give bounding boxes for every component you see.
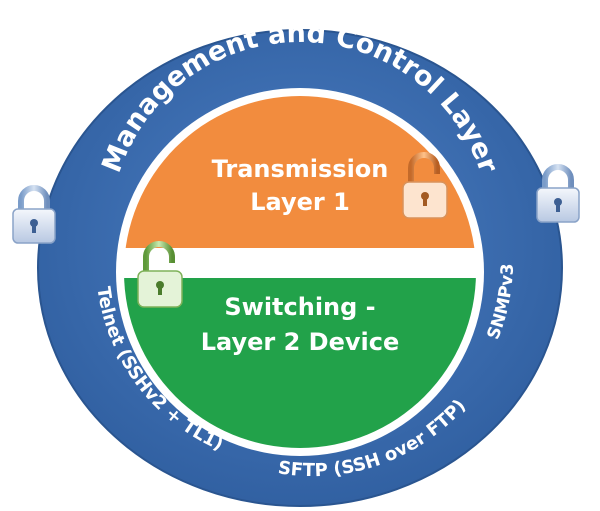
padlock-orange-icon <box>402 152 448 219</box>
divider-band <box>124 248 476 278</box>
padlock-blue-right-icon <box>536 164 580 223</box>
switching-line2: Layer 2 Device <box>201 328 400 356</box>
transmission-line1: Transmission <box>212 155 389 183</box>
switching-line1: Switching - <box>224 293 375 321</box>
transmission-line2: Layer 1 <box>250 188 350 216</box>
padlock-green-icon <box>137 241 183 308</box>
padlock-blue-left-icon <box>12 185 56 244</box>
